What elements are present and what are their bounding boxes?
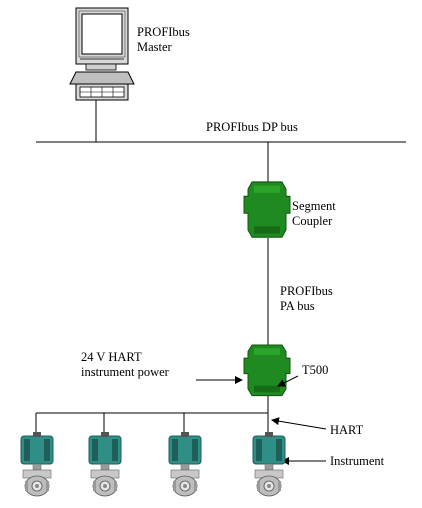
computer-master-icon	[69, 7, 135, 101]
instrument-1	[20, 431, 54, 497]
t500-module	[243, 344, 291, 397]
pa-bus-label: PROFIbus PA bus	[280, 284, 333, 314]
segment-coupler-label-line-2: Coupler	[292, 214, 333, 228]
segment-coupler-label-line-1: Segment	[292, 199, 336, 213]
pa-bus-label-line-1: PROFIbus	[280, 284, 333, 298]
segment-coupler-label: Segment Coupler	[292, 199, 336, 229]
hart-power-label: 24 V HART instrument power	[81, 350, 169, 380]
instrument-3	[168, 431, 202, 497]
instrument-2	[88, 431, 122, 497]
hart-power-label-line-2: instrument power	[81, 365, 169, 379]
hart-label: HART	[330, 423, 364, 437]
hart-pointer-arrow	[271, 417, 327, 430]
t500-pointer-arrow	[277, 375, 299, 387]
pa-bus-label-line-2: PA bus	[280, 299, 315, 313]
segment-coupler-module	[243, 181, 291, 238]
instrument-row	[20, 431, 286, 497]
t500-label: T500	[302, 363, 329, 377]
hart-power-label-line-1: 24 V HART	[81, 350, 142, 364]
master-label-line-2: Master	[137, 40, 172, 54]
instrument-label: Instrument	[330, 454, 385, 468]
instrument-4	[252, 431, 286, 497]
dp-bus-label: PROFIbus DP bus	[206, 120, 298, 134]
master-label: PROFIbus Master	[137, 25, 190, 55]
master-label-line-1: PROFIbus	[137, 25, 190, 39]
